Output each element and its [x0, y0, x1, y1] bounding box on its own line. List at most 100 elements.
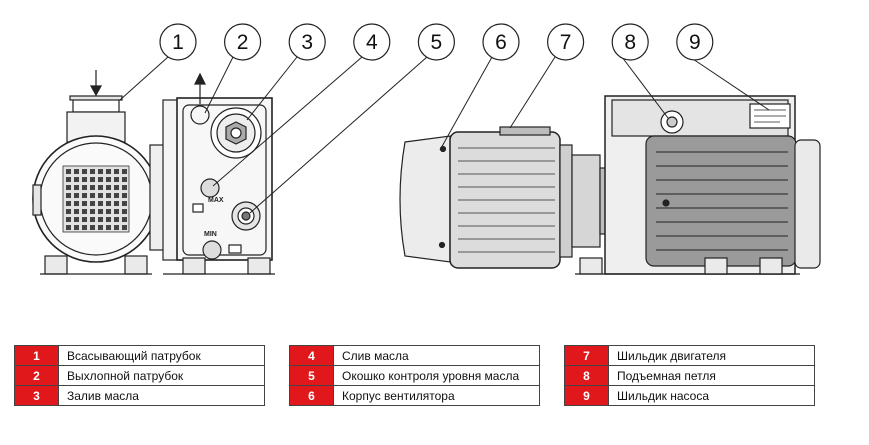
legend-num: 6 [289, 385, 334, 406]
legend-num: 4 [289, 345, 334, 366]
fan-grid-cell [98, 169, 103, 174]
fan-grid-cell [90, 225, 95, 230]
fan-grid-cell [90, 177, 95, 182]
fan-grid-cell [122, 169, 127, 174]
fan-grid-cell [82, 201, 87, 206]
fan-grid-cell [74, 209, 79, 214]
callout-number: 5 [431, 31, 443, 54]
fan-grid-cell [98, 209, 103, 214]
fan-grid-cell [74, 201, 79, 206]
fan-grid-cell [98, 225, 103, 230]
legend-num: 1 [14, 345, 59, 366]
legend-num: 2 [14, 365, 59, 386]
callout-circle [482, 23, 520, 61]
legend-num: 7 [564, 345, 609, 366]
fan-grid-cell [74, 217, 79, 222]
fan-grid-cell [66, 201, 71, 206]
fan-grid-cell [106, 169, 111, 174]
legend-text: Окошко контроля уровня масла [333, 365, 540, 386]
legend-text: Шильдик двигателя [608, 345, 815, 366]
callout-circle [224, 23, 262, 61]
fan-grid-cell [90, 201, 95, 206]
fan-grid-cell [106, 225, 111, 230]
fan-grid-cell [66, 169, 71, 174]
callout-circle [159, 23, 197, 61]
fan-grid-cell [66, 225, 71, 230]
callout-number: 2 [237, 31, 249, 54]
fan-grid-cell [114, 217, 119, 222]
callout-number: 7 [560, 31, 572, 54]
max-mark: MAX [208, 197, 224, 204]
callout-number: 3 [301, 31, 313, 54]
legend-text: Выхлопной патрубок [58, 365, 265, 386]
callout-circle [353, 23, 391, 61]
fan-grid-cell [122, 201, 127, 206]
fan-grid-cell [114, 169, 119, 174]
legend-text: Подъемная петля [608, 365, 815, 386]
fan-grid-cell [98, 217, 103, 222]
legend-text: Шильдик насоса [608, 385, 815, 406]
legend-text: Корпус вентилятора [333, 385, 540, 406]
fan-grid-cell [66, 177, 71, 182]
legend-num: 3 [14, 385, 59, 406]
fan-grid-cell [82, 193, 87, 198]
fan-grid-cell [74, 225, 79, 230]
fan-grid-cell [114, 185, 119, 190]
callout-number: 9 [689, 31, 701, 54]
callout-circle [546, 23, 585, 61]
fan-grid-cell [66, 217, 71, 222]
fan-grid-cell [106, 185, 111, 190]
fan-grid-cell [98, 185, 103, 190]
min-mark: MIN [204, 231, 217, 238]
fan-grid-cell [82, 209, 87, 214]
callout-number: 8 [624, 31, 636, 54]
leader-lines [119, 56, 770, 214]
fan-grid-cell [74, 193, 79, 198]
fan-grid-cell [82, 169, 87, 174]
fan-grid-cell [114, 193, 119, 198]
fan-grid-cell [82, 177, 87, 182]
fan-grid-cell [82, 217, 87, 222]
fan-grid-cell [114, 177, 119, 182]
fan-grid-cell [82, 225, 87, 230]
fan-grid-cell [114, 201, 119, 206]
front-view-drawing [32, 70, 275, 275]
fan-grid-cell [90, 193, 95, 198]
fan-grid-cell [122, 217, 127, 222]
fan-grid-cell [90, 185, 95, 190]
callout-number: 4 [366, 31, 378, 54]
fan-grid-cell [98, 201, 103, 206]
callout-circle [417, 23, 455, 61]
callout-number: 1 [172, 31, 184, 54]
fan-grid-cell [122, 177, 127, 182]
fan-grid-cell [106, 201, 111, 206]
callout-circle [611, 23, 649, 61]
fan-grid-cell [66, 193, 71, 198]
legend-text: Всасывающий патрубок [58, 345, 265, 366]
fan-grid-cell [106, 209, 111, 214]
fan-grid-cell [98, 177, 103, 182]
fan-grid-cell [114, 209, 119, 214]
fan-grid-cell [106, 217, 111, 222]
fan-grid-cell [90, 217, 95, 222]
legend-num: 8 [564, 365, 609, 386]
fan-grid-cell [90, 169, 95, 174]
legend-num: 9 [564, 385, 609, 406]
fan-grid-cell [74, 177, 79, 182]
legend-text: Залив масла [58, 385, 265, 406]
fan-grid-cell [122, 225, 127, 230]
fan-grid-cell [122, 209, 127, 214]
callout-number: 6 [495, 31, 507, 54]
legend-num: 5 [289, 365, 334, 386]
fan-grid-cell [66, 209, 71, 214]
